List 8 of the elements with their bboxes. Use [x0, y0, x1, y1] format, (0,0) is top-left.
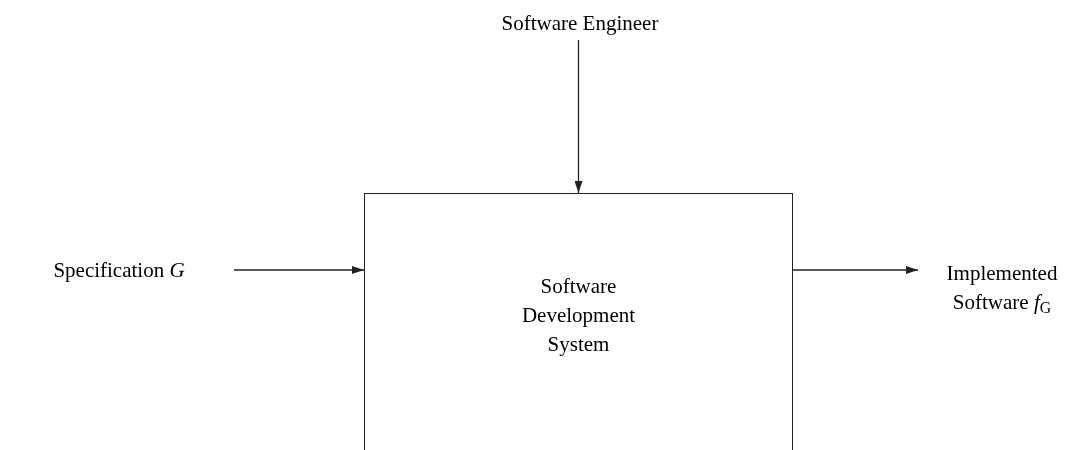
arrow	[574, 39, 583, 194]
arrow	[792, 266, 919, 274]
node-label: Implemented Software f$_{G}$	[945, 260, 1059, 317]
node-label: Specification G	[53, 256, 185, 284]
arrow	[233, 266, 365, 274]
process-box	[364, 193, 793, 450]
node-label: Software Engineer	[501, 9, 659, 37]
box-label: Software Development System	[520, 273, 637, 358]
